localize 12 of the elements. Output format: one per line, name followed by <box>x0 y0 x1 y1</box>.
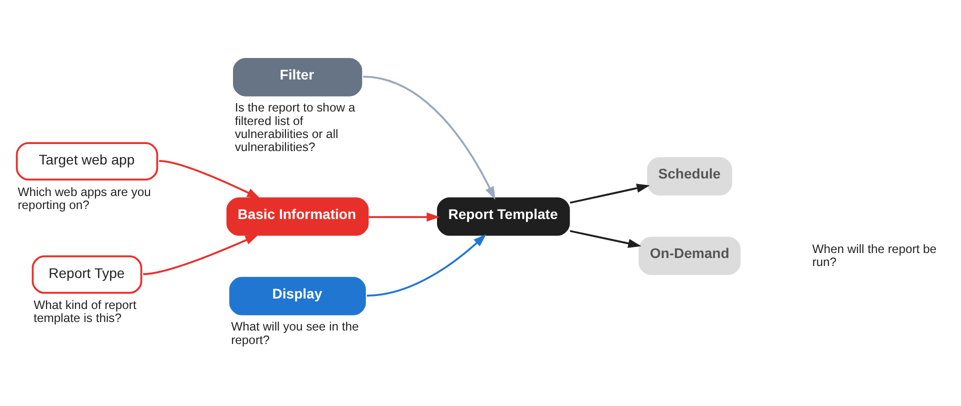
label: When will the report be run? <box>812 242 937 270</box>
node-label: What kind of report template is this? <box>34 298 136 326</box>
arrow <box>570 184 650 204</box>
arrow <box>570 230 642 248</box>
arrow <box>159 160 260 198</box>
arrow <box>362 76 496 200</box>
arrow <box>368 212 440 222</box>
node-label: Is the report to show a filtered list of vulnerabilities or all vulnerabilities? <box>234 100 356 154</box>
node-label: What will you see in the report? <box>231 320 359 347</box>
arrow <box>143 234 258 276</box>
node-label: Which web apps are you reporting on? <box>18 184 151 212</box>
arrow <box>366 234 486 297</box>
